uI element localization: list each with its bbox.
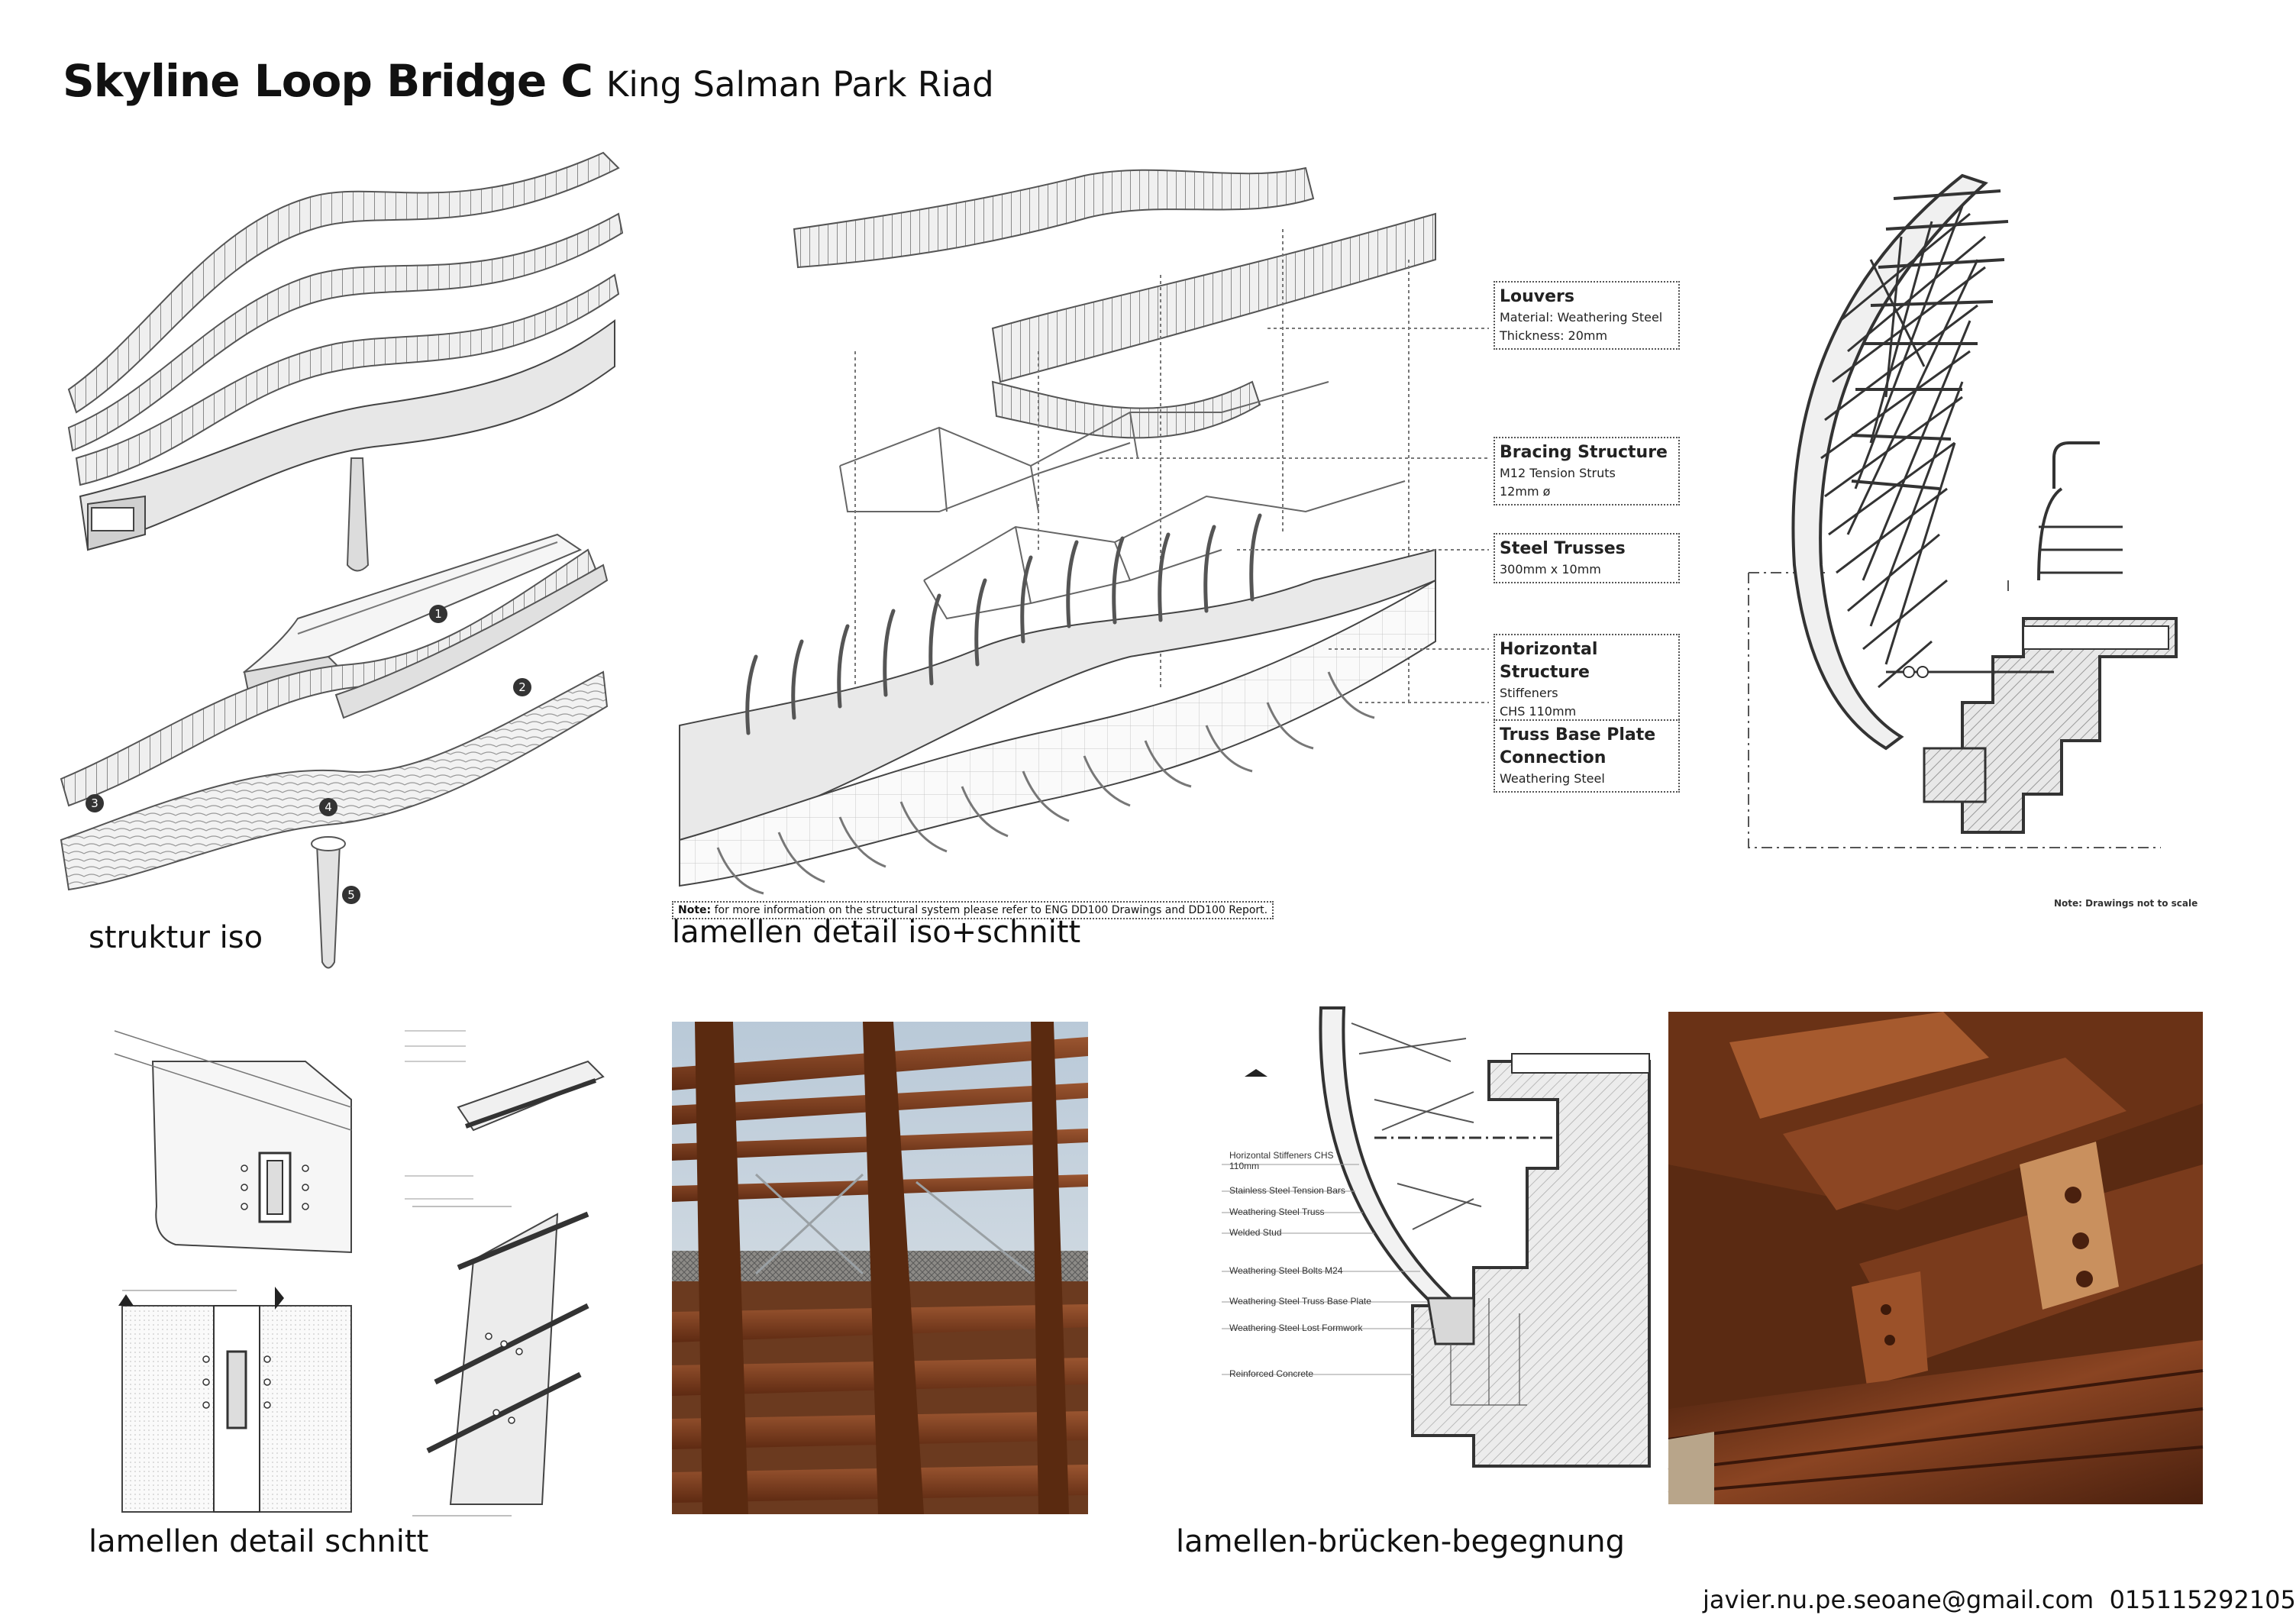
callout-louvers: Louvers Material: Weathering Steel Thick…	[1494, 281, 1680, 350]
title-subtitle: King Salman Park Riad	[605, 64, 994, 105]
callout-baseplate-title: Truss Base Plate Connection	[1500, 725, 1656, 767]
caption-louver-section: lamellen detail schnitt	[89, 1524, 429, 1559]
structural-note: Note: for more information on the struct…	[672, 901, 1274, 919]
callout-bracing-line2: 12mm ø	[1500, 484, 1551, 499]
callout-louvers-line1: Material: Weathering Steel	[1500, 310, 1663, 325]
section-label-welded-stud: Welded Stud	[1229, 1227, 1282, 1238]
scale-note: Note: Drawings not to scale	[2054, 898, 2198, 909]
callout-trusses-title: Steel Trusses	[1500, 539, 1626, 558]
callout-trusses: Steel Trusses 300mm x 10mm	[1494, 533, 1680, 583]
callout-louvers-title: Louvers	[1500, 287, 1575, 306]
section-label-truss: Weathering Steel Truss	[1229, 1206, 1325, 1217]
callout-bracing: Bracing Structure M12 Tension Struts 12m…	[1494, 437, 1680, 505]
callout-baseplate-line1: Weathering Steel	[1500, 771, 1605, 786]
section-label-tension-bars: Stainless Steel Tension Bars	[1229, 1185, 1345, 1196]
structure-iso-drawing	[53, 137, 634, 993]
callout-baseplate: Truss Base Plate Connection Weathering S…	[1494, 719, 1680, 793]
section-label-concrete: Reinforced Concrete	[1229, 1368, 1314, 1379]
section-label-bolts: Weathering Steel Bolts M24	[1229, 1265, 1343, 1276]
contact-email[interactable]: javier.nu.pe.seoane@gmail.com	[1703, 1585, 2094, 1614]
section-label-base-plate: Weathering Steel Truss Base Plate	[1229, 1296, 1371, 1307]
structural-note-prefix: Note:	[678, 904, 712, 916]
callout-horizontal-line2: CHS 110mm	[1500, 704, 1577, 719]
callout-trusses-line1: 300mm x 10mm	[1500, 562, 1601, 577]
baseplate-render-photo	[1668, 1012, 2204, 1504]
callout-horizontal: Horizontal Structure Stiffeners CHS 110m…	[1494, 634, 1680, 725]
louver-section-drawing	[1733, 168, 2178, 901]
marker-4: 4	[319, 798, 337, 816]
callout-louvers-line2: Thickness: 20mm	[1500, 328, 1608, 343]
louver-render-photo	[672, 1022, 1088, 1514]
callout-bracing-line1: M12 Tension Struts	[1500, 466, 1616, 480]
marker-2: 2	[513, 678, 531, 696]
junction-section-drawing	[1222, 1006, 1651, 1468]
contact-info: javier.nu.pe.seoane@gmail.com 0151152921…	[1703, 1585, 2296, 1614]
louver-detail-sheets	[114, 1016, 634, 1520]
structural-note-text: for more information on the structural s…	[714, 904, 1268, 916]
callout-horizontal-title: Horizontal Structure	[1500, 640, 1598, 682]
page-title: Skyline Loop Bridge C King Salman Park Ri…	[63, 55, 994, 107]
section-label-stiffeners: Horizontal Stiffeners CHS 110mm	[1229, 1150, 1334, 1171]
contact-phone[interactable]: 015115292105	[2109, 1585, 2296, 1614]
caption-louver-iso-section: lamellen detail iso+schnitt	[672, 915, 1081, 950]
callout-bracing-title: Bracing Structure	[1500, 443, 1668, 462]
louver-iso-drawing	[672, 153, 1489, 901]
caption-louver-bridge-junction: lamellen-brücken-begegnung	[1176, 1524, 1625, 1559]
caption-structure-iso: struktur iso	[89, 920, 263, 955]
title-main: Skyline Loop Bridge C	[63, 55, 593, 107]
section-label-formwork: Weathering Steel Lost Formwork	[1229, 1323, 1363, 1333]
marker-3: 3	[86, 794, 104, 812]
marker-1: 1	[429, 605, 447, 623]
marker-5: 5	[342, 886, 360, 904]
callout-horizontal-line1: Stiffeners	[1500, 686, 1558, 700]
